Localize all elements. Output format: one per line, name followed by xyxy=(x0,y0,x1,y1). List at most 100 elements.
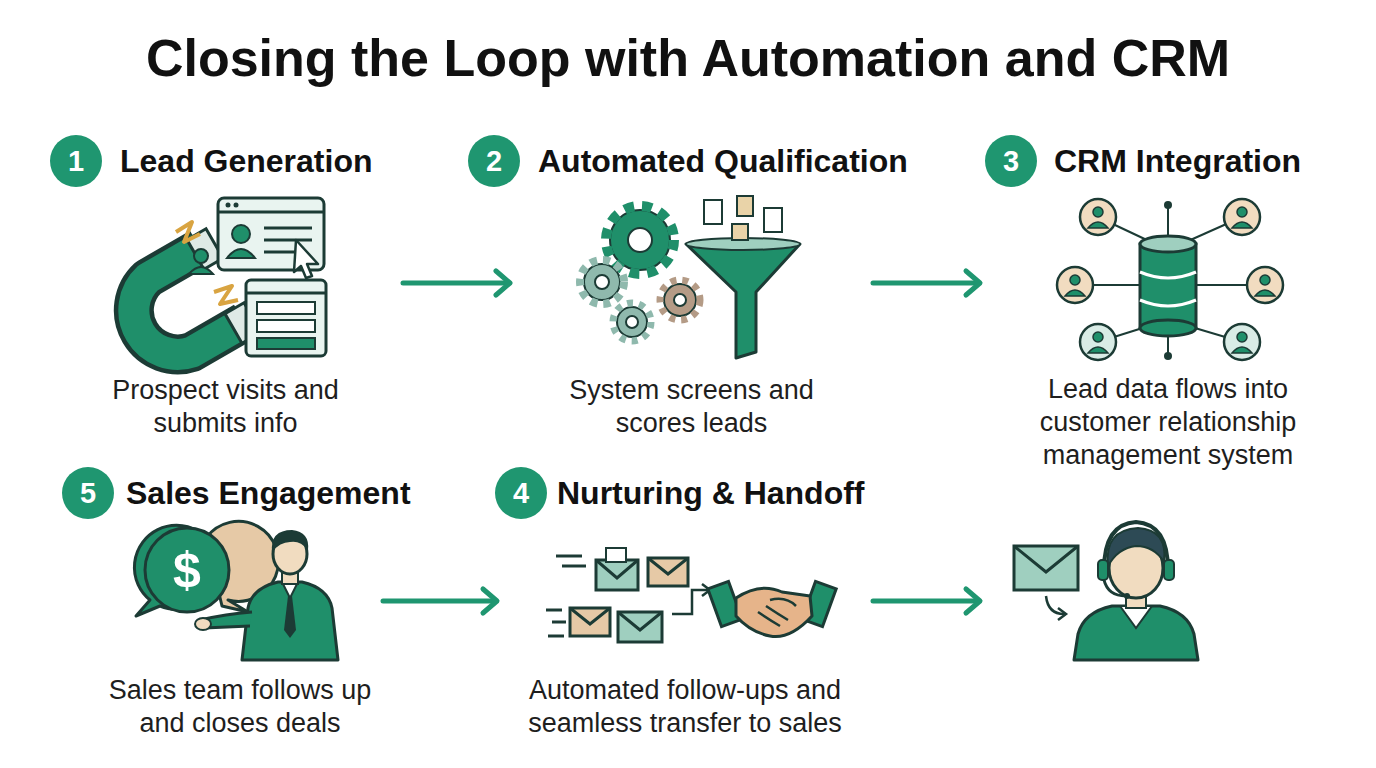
callout-number: 1 xyxy=(68,147,84,176)
envelopes-icon-part xyxy=(618,612,662,630)
database-network-part-part xyxy=(1088,222,1108,228)
gear-icon-part xyxy=(626,316,638,328)
arrow-line xyxy=(383,599,495,604)
flow-arrow xyxy=(383,589,497,613)
flow-arrow xyxy=(873,589,980,613)
funnel-icon xyxy=(686,196,800,358)
currency-symbol: $ xyxy=(157,545,217,595)
callout-number: 2 xyxy=(486,147,502,176)
database-network-part xyxy=(1140,320,1196,336)
funnel-icon-part xyxy=(686,244,800,358)
step-number-circle: 2 xyxy=(468,135,520,187)
browser-window-part xyxy=(257,320,315,332)
database-network-part xyxy=(1065,207,1275,353)
flow-arrow xyxy=(403,271,510,295)
step-group: Lead GenerationProspect visits and submi… xyxy=(48,133,403,453)
browser-window-part xyxy=(294,240,318,278)
browser-window-part xyxy=(246,280,326,356)
database-network-part xyxy=(1080,324,1116,360)
step-number-circle: 3 xyxy=(985,135,1037,187)
envelopes-icon-part xyxy=(562,565,586,568)
envelopes-icon xyxy=(546,548,710,642)
salesperson-icon-part xyxy=(284,596,296,638)
step-heading: Nurturing & Handoff xyxy=(557,474,865,512)
funnel-icon-part xyxy=(704,200,722,224)
funnel-icon-part xyxy=(764,208,782,232)
step-description: System screens and scores leads xyxy=(552,374,832,440)
database-network-part-part xyxy=(1255,290,1275,296)
database-network-part-part xyxy=(1088,347,1108,353)
database-network-part xyxy=(1080,199,1116,235)
gear-icon-part xyxy=(617,307,647,337)
gear-icon-part xyxy=(580,260,624,304)
envelopes-icon-part xyxy=(546,609,562,612)
database-network-part-part xyxy=(1093,332,1103,342)
gear-icon-part xyxy=(660,280,700,320)
step-description: Prospect visits and submits info xyxy=(86,374,366,440)
handshake-icon-part xyxy=(736,588,812,636)
salesperson-icon-part xyxy=(242,582,338,660)
database-network-part xyxy=(1167,205,1169,238)
arrow-line xyxy=(403,281,508,286)
database-network-part xyxy=(1140,272,1196,278)
envelopes-icon-part xyxy=(596,560,638,590)
database-network-part-part xyxy=(1065,290,1085,296)
support-agent-icon-part xyxy=(1074,606,1198,660)
database-network-part xyxy=(1224,324,1260,360)
gear-icon xyxy=(580,206,700,341)
envelopes-icon-part xyxy=(548,635,564,638)
support-agent-icon-part xyxy=(1104,580,1126,596)
support-agent-icon-part xyxy=(1014,546,1078,590)
browser-window-part xyxy=(226,203,231,208)
database-network-part-part xyxy=(1260,275,1270,285)
diagram-title: Closing the Loop with Automation and CRM xyxy=(0,28,1376,88)
gear-icon-part xyxy=(674,294,686,306)
step-description: Lead data flows into customer relationsh… xyxy=(1018,373,1318,472)
database-network-part xyxy=(1140,244,1196,328)
step-heading: Sales Engagement xyxy=(126,474,411,512)
envelopes-icon-part xyxy=(648,558,688,574)
handshake-icon xyxy=(708,581,836,636)
magnet-icon-part xyxy=(194,249,208,263)
magnet-icon-part xyxy=(176,222,200,242)
browser-window-part xyxy=(218,211,324,214)
callout-number: 5 xyxy=(80,479,96,508)
support-agent-icon-part xyxy=(1058,608,1066,620)
magnet-icon-part xyxy=(214,286,238,304)
salesperson-icon-part xyxy=(272,530,308,552)
flow-arrow xyxy=(873,271,980,295)
support-agent-icon-part xyxy=(1014,546,1078,572)
envelopes-icon-part xyxy=(552,621,566,624)
database-network-part xyxy=(1224,199,1260,235)
salesperson-icon-part xyxy=(145,528,229,612)
database-network-part xyxy=(1247,267,1283,303)
database-network-part xyxy=(1140,300,1196,306)
support-agent-icon-part xyxy=(1104,522,1168,570)
step-number-circle: 4 xyxy=(495,467,547,519)
support-agent-icon-part xyxy=(1108,528,1165,566)
support-agent-icon-part xyxy=(1120,606,1152,628)
support-agent-icon-part xyxy=(1124,593,1130,599)
funnel-icon-part xyxy=(732,224,748,240)
database-network-part-part xyxy=(1070,275,1080,285)
browser-window-part xyxy=(246,292,326,295)
database-network-part xyxy=(1140,236,1196,252)
database-network-part-part xyxy=(1237,207,1247,217)
support-agent-icon xyxy=(1014,522,1198,660)
callout-number: 3 xyxy=(1003,147,1019,176)
browser-window-part xyxy=(257,338,315,349)
database-network-part-part xyxy=(1232,347,1252,353)
magnet-icon xyxy=(134,222,261,354)
flow-arrow-part xyxy=(966,589,980,613)
envelopes-icon-part xyxy=(672,590,708,614)
database-network-part-part xyxy=(1232,222,1252,228)
step-description: Automated follow-ups and seamless transf… xyxy=(510,674,860,740)
envelopes-icon-part xyxy=(556,555,582,558)
browser-window-part xyxy=(257,302,315,314)
arrow-head xyxy=(496,271,510,295)
browser-window xyxy=(218,198,326,356)
handshake-icon-part xyxy=(758,599,796,626)
database-network-part xyxy=(1164,352,1172,360)
arrow-head xyxy=(966,271,980,295)
